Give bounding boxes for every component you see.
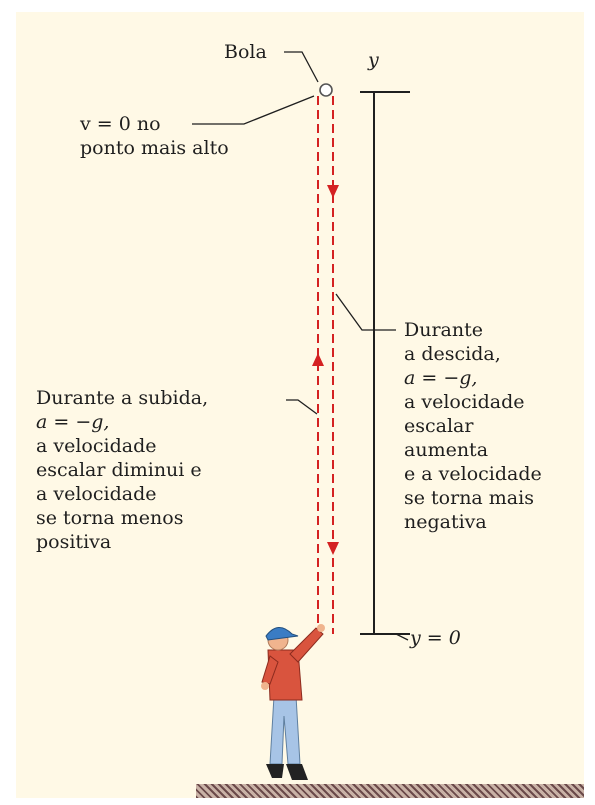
apex-label: v = 0 no ponto mais alto	[80, 112, 229, 160]
apex-label-line: v = 0 no	[80, 113, 161, 135]
ball-icon	[319, 83, 333, 97]
descent-line: a descida,	[404, 343, 501, 365]
descida-leader-line	[335, 293, 396, 331]
ascent-line: Durante a subida,	[36, 387, 209, 409]
ball-label: Bola	[224, 41, 267, 63]
descent-line: aumenta	[404, 439, 489, 461]
subida-leader-line	[286, 399, 318, 415]
ascent-line: se torna menos	[36, 507, 184, 529]
ascent-line: positiva	[36, 531, 112, 553]
ascent-line: escalar diminui e	[36, 459, 202, 481]
y-axis-label: y	[368, 49, 379, 71]
descent-description: Durante a descida, a = −g, a velocidade …	[404, 318, 542, 534]
descent-line: negativa	[404, 511, 487, 533]
ascent-line: a = −g,	[36, 411, 110, 433]
apex-label-line: ponto mais alto	[80, 137, 229, 159]
descent-line: e a velocidade	[404, 463, 542, 485]
pitcher-figure-icon	[261, 624, 325, 780]
descent-line: escalar	[404, 415, 474, 437]
diagram-svg	[192, 51, 410, 780]
apex-leader-line	[192, 95, 315, 125]
descent-line: Durante	[404, 319, 483, 341]
y-zero-label: y = 0	[410, 627, 461, 649]
ground-strip	[196, 784, 584, 798]
ascent-description: Durante a subida, a = −g, a velocidade e…	[36, 386, 208, 554]
up-arrow-icon	[312, 353, 324, 366]
descent-line: a velocidade	[404, 391, 525, 413]
bola-leader-line	[284, 51, 319, 83]
ascent-line: a velocidade	[36, 483, 157, 505]
down-arrow-icon	[327, 185, 339, 198]
down-arrow-icon	[327, 542, 339, 555]
ascent-line: a velocidade	[36, 435, 157, 457]
y-zero-leader-line	[395, 633, 409, 641]
descent-line: se torna mais	[404, 487, 534, 509]
descent-line: a = −g,	[404, 367, 478, 389]
figure-panel: Bola y v = 0 no ponto mais alto Durante …	[16, 12, 584, 798]
